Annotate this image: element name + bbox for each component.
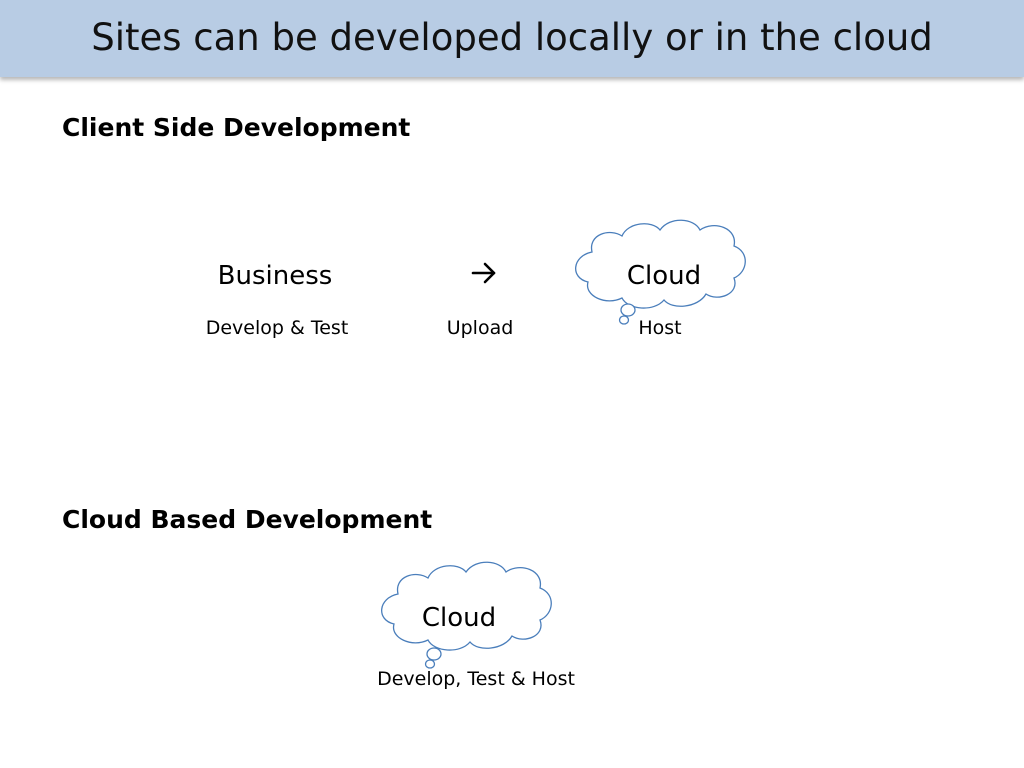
right-arrow-icon xyxy=(469,258,499,297)
business-caption: Develop & Test xyxy=(205,317,349,339)
cloud-label-based: Cloud xyxy=(421,603,497,633)
client-side-heading: Client Side Development xyxy=(62,113,411,142)
slide-title: Sites can be developed locally or in the… xyxy=(91,16,933,59)
host-caption: Host xyxy=(638,317,682,339)
develop-test-host-caption: Develop, Test & Host xyxy=(377,668,575,690)
cloud-shape-icon xyxy=(575,219,746,325)
right-arrow-icon-glyph xyxy=(471,262,496,284)
cloud-based-heading: Cloud Based Development xyxy=(62,505,433,534)
upload-caption: Upload xyxy=(446,317,514,339)
business-label: Business xyxy=(217,261,333,291)
title-bar: Sites can be developed locally or in the… xyxy=(0,0,1024,77)
cloud-label-client: Cloud xyxy=(626,261,702,291)
cloud-shape-icon xyxy=(381,561,552,669)
